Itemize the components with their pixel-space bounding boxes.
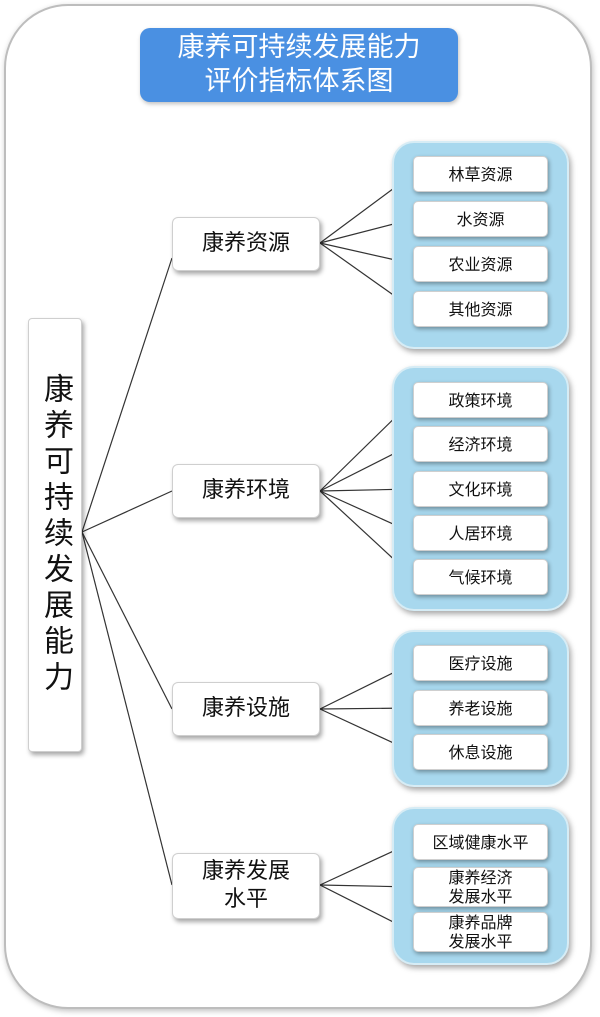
leaf-item: 区域健康水平 — [413, 824, 548, 860]
category-label-line-2: 水平 — [223, 887, 268, 912]
category-label: 康养环境 — [201, 478, 290, 503]
leaf-item: 政策环境 — [413, 382, 548, 418]
leaf-item: 经济环境 — [413, 426, 548, 462]
category-node-environment: 康养环境 — [172, 464, 320, 518]
leaf-item: 水资源 — [413, 201, 548, 237]
root-node: 康养可持续发展能力 — [28, 318, 82, 752]
connector-root-resources — [81, 257, 173, 533]
category-node-facilities: 康养设施 — [172, 682, 320, 736]
title-line-1: 康养可持续发展能力 — [177, 32, 421, 63]
diagram-title: 康养可持续发展能力 评价指标体系图 — [140, 28, 458, 102]
category-label-line-1: 康养发展 — [201, 859, 290, 884]
title-line-2: 评价指标体系图 — [204, 66, 394, 97]
leaf-item: 人居环境 — [413, 515, 548, 551]
connector-root-facilities — [81, 531, 173, 710]
category-label: 康养设施 — [201, 696, 290, 721]
category-label: 康养资源 — [201, 231, 290, 256]
leaf-item: 养老设施 — [413, 690, 548, 726]
category-node-development: 康养发展 水平 — [172, 853, 320, 919]
root-label: 康养可持续发展能力 — [38, 373, 73, 697]
connector-root-development — [81, 531, 173, 886]
connector-root-environment — [81, 490, 173, 533]
leaf-item: 康养经济 发展水平 — [413, 867, 548, 907]
leaf-item: 康养品牌 发展水平 — [413, 912, 548, 952]
leaf-item: 农业资源 — [413, 246, 548, 282]
leaf-item: 其他资源 — [413, 291, 548, 327]
leaf-item: 文化环境 — [413, 471, 548, 507]
leaf-item: 医疗设施 — [413, 645, 548, 681]
leaf-item: 林草资源 — [413, 156, 548, 192]
leaf-item: 气候环境 — [413, 559, 548, 595]
category-node-resources: 康养资源 — [172, 217, 320, 271]
leaf-item: 休息设施 — [413, 734, 548, 770]
